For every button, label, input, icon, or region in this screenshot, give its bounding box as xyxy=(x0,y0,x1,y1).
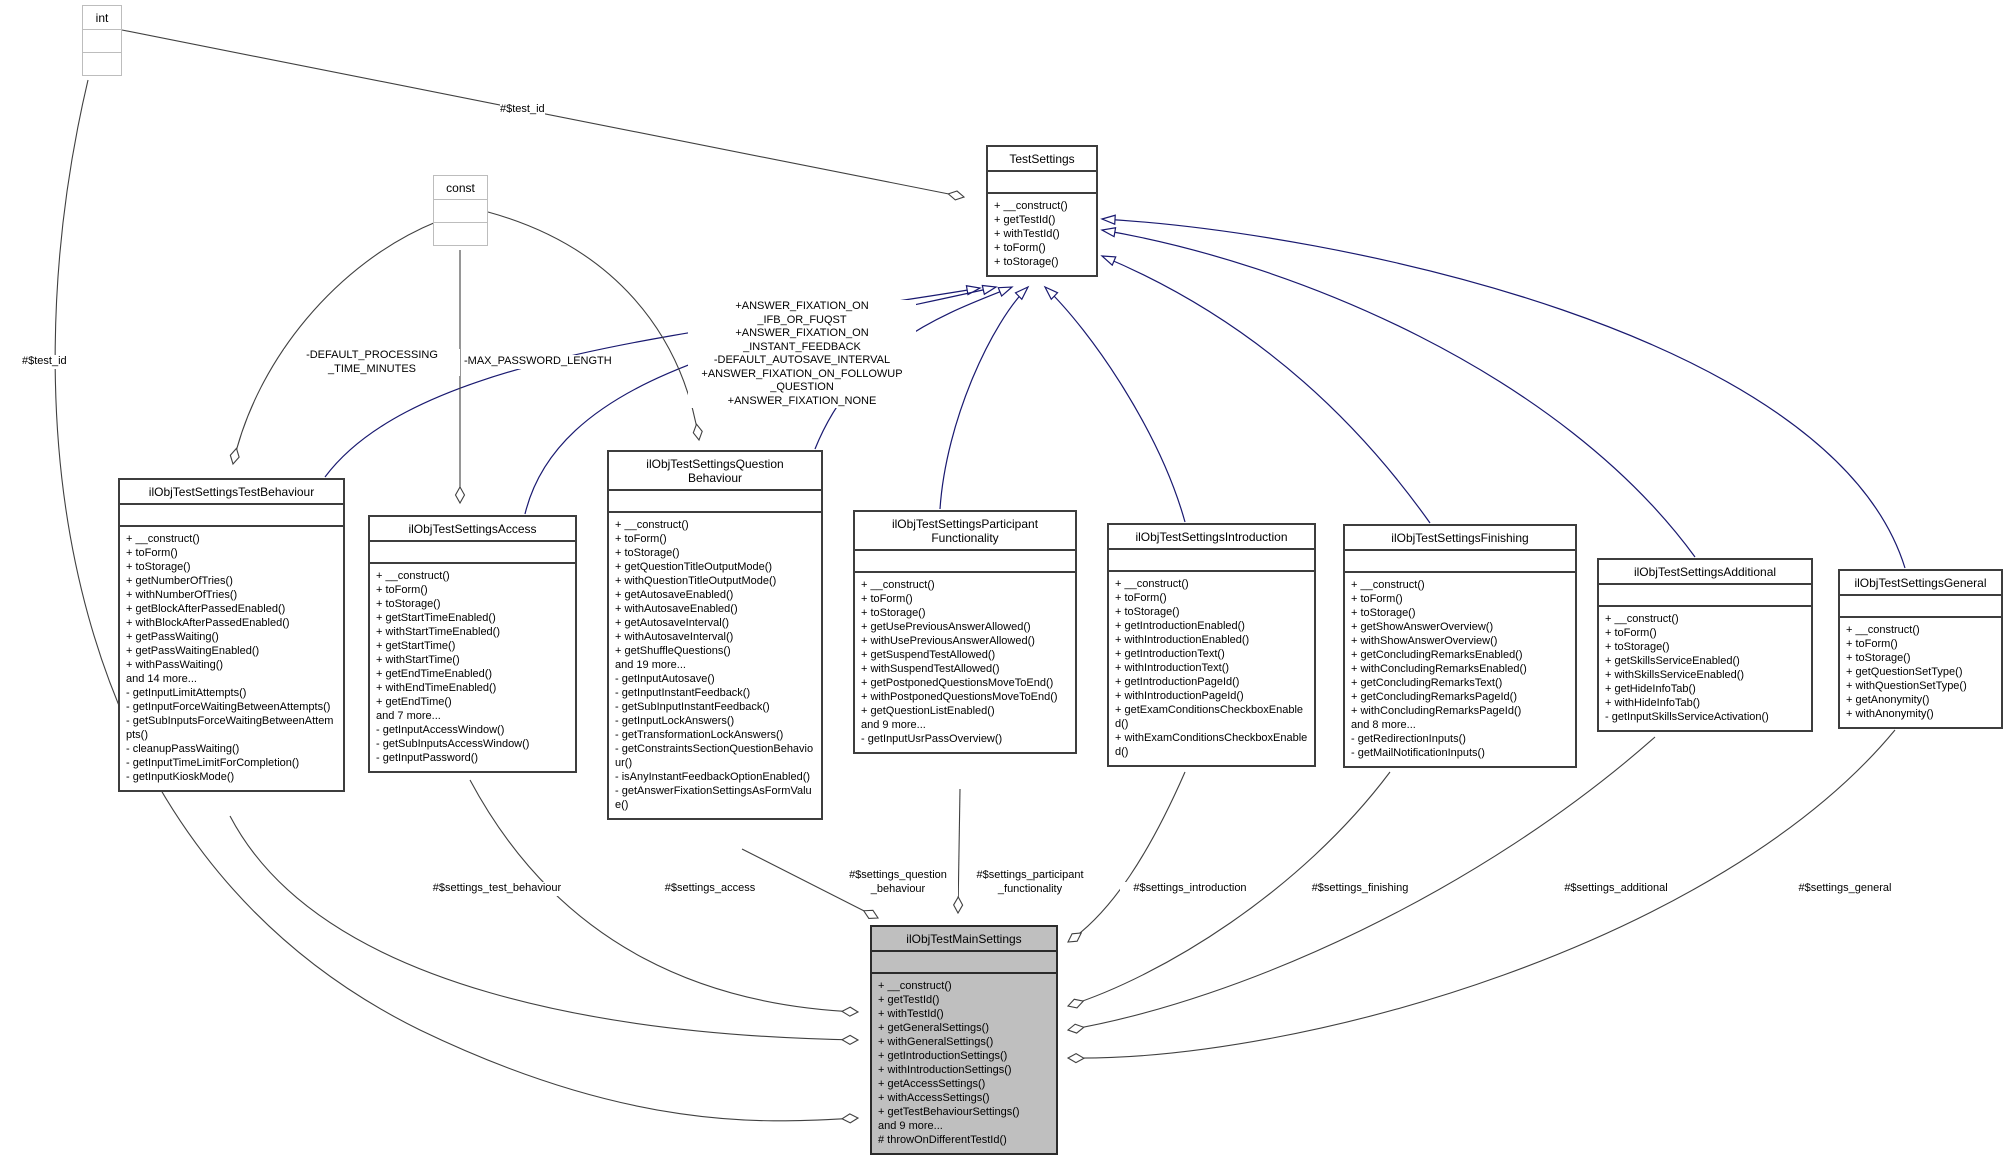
class-title: ilObjTestSettingsFinishing xyxy=(1345,526,1575,551)
class-methods: + __construct()+ toForm()+ toStorage()+ … xyxy=(1846,624,1967,720)
class-methods: + __construct()+ toForm()+ toStorage()+ … xyxy=(1115,578,1308,758)
class-attributes xyxy=(872,952,1056,974)
class-attributes xyxy=(609,491,821,513)
class-node-ilobjtestsettingsfinishing[interactable]: ilObjTestSettingsFinishing + __construct… xyxy=(1343,524,1577,768)
class-title: const xyxy=(434,176,487,200)
edge-label-settings-participant-functionality: #$settings_participant_functionality xyxy=(962,869,1098,896)
class-methods: + __construct()+ getTestId()+ withTestId… xyxy=(878,980,1020,1146)
class-attributes xyxy=(1345,551,1575,573)
class-node-ilobjtestsettingstestbehaviour[interactable]: ilObjTestSettingsTestBehaviour + __const… xyxy=(118,478,345,792)
class-attributes xyxy=(83,30,121,53)
class-title: int xyxy=(83,6,121,30)
class-title: ilObjTestSettingsAdditional xyxy=(1599,560,1811,585)
edge-label-test-id-left: #$test_id xyxy=(22,355,67,369)
class-methods: + __construct()+ toForm()+ toStorage()+ … xyxy=(861,579,1058,745)
class-attributes xyxy=(120,505,343,527)
class-title: ilObjTestMainSettings xyxy=(872,927,1056,952)
class-methods: + __construct()+ toForm()+ toStorage()+ … xyxy=(1605,613,1769,723)
class-node-int[interactable]: int xyxy=(82,5,122,76)
class-attributes xyxy=(988,172,1096,194)
class-attributes xyxy=(434,200,487,223)
class-attributes xyxy=(1599,585,1811,607)
edge-label-settings-additional: #$settings_additional xyxy=(1552,882,1680,896)
edge-label-settings-question-behaviour: #$settings_question_behaviour xyxy=(838,869,958,896)
class-title: ilObjTestSettingsIntroduction xyxy=(1109,525,1314,550)
class-methods: + __construct()+ getTestId()+ withTestId… xyxy=(994,200,1068,268)
class-attributes xyxy=(370,542,575,564)
class-methods: + __construct()+ toForm()+ toStorage()+ … xyxy=(126,533,334,783)
class-title: ilObjTestSettingsAccess xyxy=(370,517,575,542)
edge-label-settings-access: #$settings_access xyxy=(655,882,765,896)
class-node-const[interactable]: const xyxy=(433,175,488,246)
class-methods: + __construct()+ toForm()+ toStorage()+ … xyxy=(376,570,530,764)
class-node-ilobjtestsettingsintroduction[interactable]: ilObjTestSettingsIntroduction + __constr… xyxy=(1107,523,1316,767)
edge-label-settings-introduction: #$settings_introduction xyxy=(1120,882,1260,896)
class-methods: + __construct()+ toForm()+ toStorage()+ … xyxy=(1351,579,1527,759)
edge-label-settings-finishing: #$settings_finishing xyxy=(1300,882,1420,896)
class-node-ilobjtestsettingsaccess[interactable]: ilObjTestSettingsAccess + __construct()+… xyxy=(368,515,577,773)
class-methods xyxy=(83,53,121,75)
edge-label-answer-fixation-constants: +ANSWER_FIXATION_ON_IFB_OR_FUQST+ANSWER_… xyxy=(688,300,916,408)
class-methods: + __construct()+ toForm()+ toStorage()+ … xyxy=(615,519,814,811)
class-attributes xyxy=(1840,596,2001,618)
class-node-testsettings[interactable]: TestSettings + __construct()+ getTestId(… xyxy=(986,145,1098,277)
class-attributes xyxy=(855,551,1075,573)
edge-label-test-id-top: #$test_id xyxy=(500,103,545,117)
class-node-ilobjtestmainsettings[interactable]: ilObjTestMainSettings + __construct()+ g… xyxy=(870,925,1058,1155)
edge-label-max-password-length: -MAX_PASSWORD_LENGTH xyxy=(464,355,612,369)
class-attributes xyxy=(1109,550,1314,572)
class-title: TestSettings xyxy=(988,147,1096,172)
class-methods xyxy=(434,223,487,245)
class-title: ilObjTestSettingsTestBehaviour xyxy=(120,480,343,505)
edge-label-default-processing-time-minutes: -DEFAULT_PROCESSING_TIME_MINUTES xyxy=(284,349,460,376)
edge-label-settings-general: #$settings_general xyxy=(1786,882,1904,896)
edge-label-settings-test-behaviour: #$settings_test_behaviour xyxy=(407,882,587,896)
class-node-ilobjtestsettingsgeneral[interactable]: ilObjTestSettingsGeneral + __construct()… xyxy=(1838,569,2003,729)
class-node-ilobjtestsettingsadditional[interactable]: ilObjTestSettingsAdditional + __construc… xyxy=(1597,558,1813,732)
class-title: ilObjTestSettingsGeneral xyxy=(1840,571,2001,596)
